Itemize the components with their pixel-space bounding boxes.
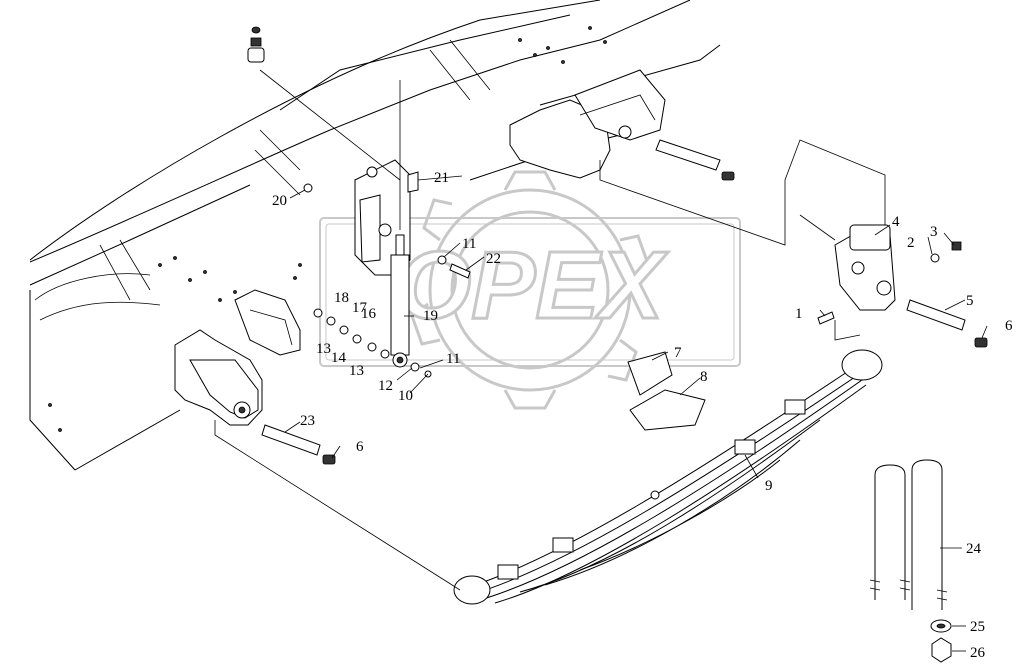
callout-11-lower: 11 — [446, 351, 460, 367]
front-pin — [261, 424, 336, 465]
rear-pin — [655, 139, 735, 181]
watermark: OPEX — [319, 170, 741, 410]
callout-14: 14 — [331, 350, 347, 366]
callout-25: 25 — [970, 619, 985, 635]
callout-labels: 1 2 3 4 5 6 6 7 8 9 10 11 11 12 13 13 14… — [272, 170, 1013, 661]
callout-leaders — [284, 175, 988, 652]
callout-19: 19 — [423, 308, 438, 324]
callout-13-lower: 13 — [349, 363, 364, 379]
shock-hardware — [303, 183, 471, 378]
callout-7: 7 — [674, 345, 682, 361]
callout-26: 26 — [970, 645, 986, 661]
callout-24: 24 — [966, 541, 982, 557]
washer-and-nut — [930, 619, 952, 663]
watermark-frame — [319, 217, 741, 367]
callout-11-upper: 11 — [462, 236, 476, 252]
assembly-lines — [214, 139, 886, 591]
watermark-text: OPEX — [397, 232, 669, 339]
spring-pad — [627, 351, 706, 431]
top-mount-bushing — [247, 26, 265, 63]
callout-1: 1 — [795, 306, 803, 322]
shock-absorber — [259, 69, 410, 368]
callout-9: 9 — [765, 478, 773, 494]
callout-16: 16 — [361, 306, 377, 322]
callout-17: 17 — [352, 300, 368, 316]
callout-20: 20 — [272, 193, 287, 209]
shackle — [834, 224, 896, 311]
watermark-frame-inner — [325, 223, 735, 361]
callout-10: 10 — [398, 388, 413, 404]
callout-2: 2 — [907, 235, 915, 251]
callout-12: 12 — [378, 378, 393, 394]
callout-6-rear: 6 — [1005, 318, 1013, 334]
callout-18: 18 — [334, 290, 349, 306]
callout-23: 23 — [300, 413, 315, 429]
callout-5: 5 — [966, 293, 974, 309]
leaf-spring — [453, 349, 883, 605]
shackle-hardware — [817, 241, 988, 348]
callout-8: 8 — [700, 369, 708, 385]
callout-21: 21 — [434, 170, 449, 186]
callout-4: 4 — [892, 214, 900, 230]
callout-3: 3 — [930, 224, 938, 240]
callout-22: 22 — [486, 251, 501, 267]
callout-13-upper: 13 — [316, 341, 331, 357]
rear-spring-bracket — [509, 69, 666, 179]
callout-6-front: 6 — [356, 439, 364, 455]
u-bolts — [869, 459, 948, 610]
front-spring-bracket — [174, 289, 301, 426]
